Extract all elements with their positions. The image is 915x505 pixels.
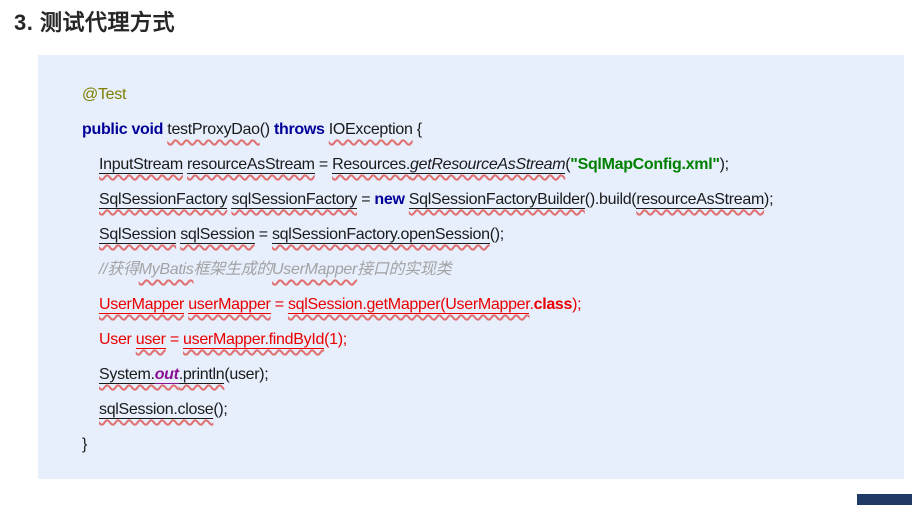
code-segment: sqlSession.close — [99, 401, 214, 419]
page-title: 3. 测试代理方式 — [14, 10, 175, 35]
code-segment: UserMapper — [99, 296, 185, 314]
code-line: SqlSessionFactory sqlSessionFactory = ne… — [82, 182, 894, 217]
code-line: @Test — [82, 77, 894, 112]
code-segment: userMapper — [188, 296, 271, 314]
code-segment: resourceAsStream — [187, 156, 315, 174]
code-segment: UserMapper — [272, 261, 358, 278]
code-segment: InputStream — [99, 156, 183, 174]
code-segment: ().build( — [584, 191, 637, 208]
code-segment: { — [412, 121, 422, 138]
code-segment: sqlSession — [180, 226, 255, 244]
code-segment: = — [270, 296, 288, 313]
code-segment: user — [135, 331, 166, 349]
code-segment: userMapper.findById — [183, 331, 325, 349]
code-segment: . — [529, 296, 534, 313]
code-line: //获得MyBatis框架生成的UserMapper接口的实现类 — [82, 252, 894, 287]
code-segment: sqlSessionFactory.openSession — [271, 226, 490, 244]
code-segment: (); — [489, 226, 505, 243]
code-segment: "SqlMapConfig.xml" — [570, 156, 720, 173]
code-segment: ); — [572, 296, 582, 313]
code-segment: sqlSessionFactory — [231, 191, 358, 209]
footer-accent-bar — [857, 494, 912, 505]
code-line: InputStream resourceAsStream = Resources… — [82, 147, 894, 182]
code-segment: sqlSession.getMapper(UserMapper — [287, 296, 530, 314]
code-segment: (); — [213, 401, 228, 418]
code-segment: } — [82, 436, 88, 453]
code-line: } — [82, 427, 894, 462]
code-segment: ( — [565, 156, 571, 173]
code-segment: IOException — [328, 121, 413, 138]
code-segment: getResourceAsStream — [410, 156, 566, 174]
code-segment: testProxyDao — [167, 121, 260, 138]
code-line: public void testProxyDao() throws IOExce… — [82, 112, 894, 147]
code-segment: = — [254, 226, 272, 243]
code-segment: public void — [82, 121, 168, 138]
code-segment: SqlSession — [99, 226, 177, 244]
code-line: UserMapper userMapper = sqlSession.getMa… — [82, 287, 894, 322]
code-segment: SqlSessionFactoryBuilder — [408, 191, 585, 209]
code-segment: class — [533, 296, 573, 313]
code-segment: resourceAsStream — [636, 191, 765, 209]
code-segment: 接口的实现类 — [357, 261, 452, 278]
code-segment: .println — [178, 366, 225, 384]
code-segment: ); — [719, 156, 729, 173]
code-segment: (1); — [324, 331, 347, 348]
code-segment: = — [357, 191, 375, 208]
code-line: System.out.println(user); — [82, 357, 894, 392]
code-segment: @Test — [82, 86, 127, 103]
code-line: sqlSession.close(); — [82, 392, 894, 427]
code-segment: (user); — [224, 366, 269, 383]
code-block: @Test public void testProxyDao() throws I… — [38, 55, 904, 462]
code-segment: //获得 — [99, 261, 139, 278]
code-segment: = — [314, 156, 333, 173]
code-line: User user = userMapper.findById(1); — [82, 322, 894, 357]
code-segment: = — [165, 331, 184, 348]
code-segment: MyBatis — [138, 261, 194, 278]
code-segment: User — [99, 331, 136, 348]
code-segment: out — [154, 366, 179, 384]
code-line: SqlSession sqlSession = sqlSessionFactor… — [82, 217, 894, 252]
code-segment: new — [374, 191, 405, 208]
code-segment: throws — [273, 121, 325, 138]
code-panel: @Test public void testProxyDao() throws I… — [38, 55, 904, 479]
code-segment: 框架生成的 — [193, 261, 273, 278]
code-segment: Resources. — [332, 156, 410, 174]
code-segment: () — [259, 121, 274, 138]
code-segment: SqlSessionFactory — [99, 191, 228, 209]
code-segment: ); — [764, 191, 774, 208]
code-segment: System. — [99, 366, 155, 384]
